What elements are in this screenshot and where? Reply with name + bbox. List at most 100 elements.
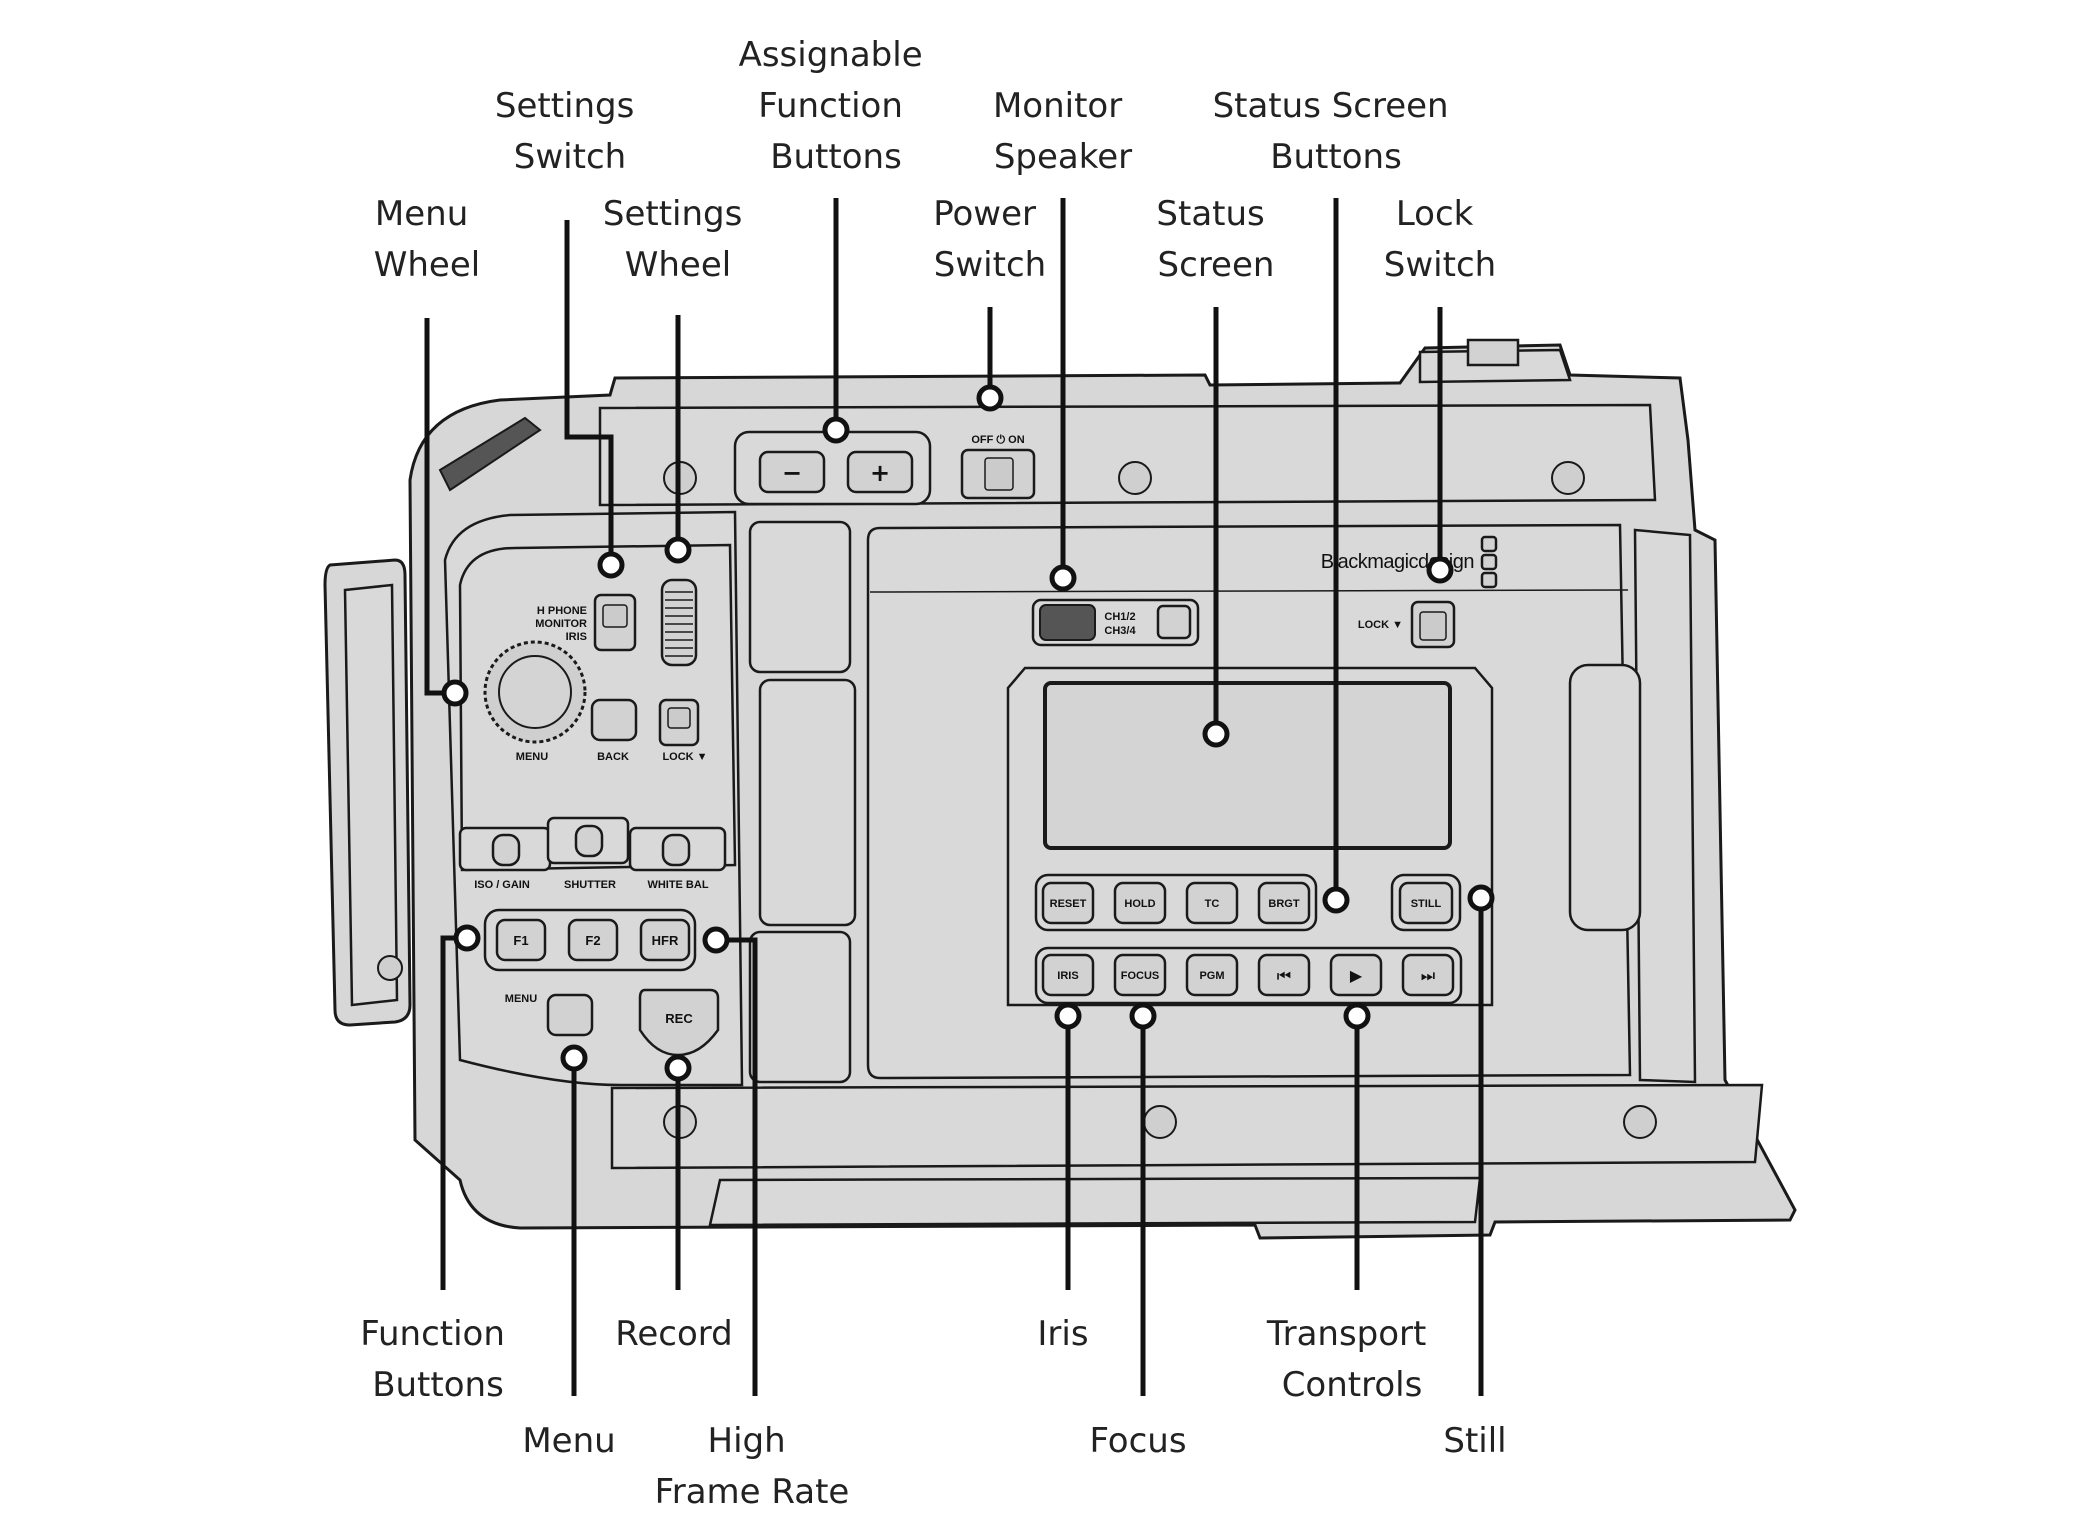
ch12-label: CH1/2	[1104, 611, 1135, 623]
iso-gain-rocker[interactable]	[491, 833, 521, 867]
callout-transport-controls: Transport Controls	[1266, 1314, 1437, 1405]
dot-lock-switch	[1426, 556, 1454, 584]
plus-label: +	[870, 459, 890, 487]
right-handle-recess	[1568, 663, 1642, 932]
dot-hfr	[702, 926, 730, 954]
iris-mode-label: IRIS	[566, 631, 587, 643]
mid-panel-lower	[748, 930, 852, 1084]
handle-knob	[1466, 338, 1520, 367]
panel-seam	[869, 589, 1629, 593]
status-screen	[1043, 681, 1452, 850]
callout-monitor-speaker: Monitor Speaker	[993, 86, 1133, 177]
menu-wheel-label: MENU	[516, 751, 548, 763]
white-bal-label: WHITE BAL	[647, 879, 708, 891]
hphone-label: H PHONE	[537, 605, 587, 617]
menu-button-label: MENU	[505, 993, 537, 1005]
power-switch-toggle[interactable]	[984, 457, 1014, 491]
callout-status-screen: Status Screen	[1156, 194, 1275, 285]
leader-dots	[441, 384, 1495, 1082]
left-lock-toggle[interactable]	[667, 707, 691, 729]
dot-record	[664, 1054, 692, 1082]
mid-panel-center	[758, 678, 857, 927]
back-button[interactable]	[590, 698, 638, 742]
hold-label: HOLD	[1124, 898, 1155, 910]
shutter-rocker[interactable]	[574, 824, 604, 858]
f2-label: F2	[585, 933, 600, 948]
pgm-button[interactable]	[1185, 953, 1239, 997]
left-lock-label: LOCK ▼	[662, 751, 707, 763]
menu-button[interactable]	[546, 993, 594, 1037]
still-button[interactable]	[1398, 881, 1454, 925]
power-markings: OFF ⏻ ON	[971, 433, 1024, 446]
skip-forward-icon: ⏭	[1421, 966, 1435, 985]
rec-label: REC	[665, 1011, 693, 1026]
audio-channel-switch[interactable]	[1156, 604, 1192, 640]
monitor-label: MONITOR	[535, 618, 587, 630]
tc-button[interactable]	[1185, 881, 1239, 925]
screw-bottom-mid	[1143, 1105, 1177, 1139]
brgt-button[interactable]	[1257, 881, 1311, 925]
dot-power	[976, 384, 1004, 412]
reset-button[interactable]	[1041, 881, 1095, 925]
iris-label: IRIS	[1057, 970, 1078, 982]
lock-switch-toggle[interactable]	[1419, 611, 1447, 641]
callout-high-frame-rate: High Frame Rate	[655, 1421, 850, 1512]
settings-wheel[interactable]	[660, 578, 698, 667]
play-icon: ▶	[1350, 966, 1363, 985]
dot-menu-wheel	[441, 679, 469, 707]
transport-housing	[1034, 946, 1463, 1005]
play-button[interactable]	[1329, 953, 1383, 997]
callout-menu-wheel: Menu Wheel	[374, 194, 480, 285]
skip-forward-button[interactable]	[1401, 953, 1455, 997]
settings-switch-toggle[interactable]	[602, 604, 628, 628]
dot-transport	[1343, 1002, 1371, 1030]
reset-label: RESET	[1050, 898, 1087, 910]
top-controls: − + OFF ⏻ ON	[733, 430, 1036, 506]
callout-still: Still	[1443, 1421, 1506, 1461]
callout-status-screen-buttons: Status Screen Buttons	[1213, 86, 1460, 177]
dot-function-buttons	[453, 924, 481, 952]
hfr-button[interactable]	[639, 918, 691, 962]
iris-button[interactable]	[1041, 953, 1095, 997]
callout-settings-wheel: Settings Wheel	[603, 194, 753, 285]
callout-lock-switch: Lock Switch	[1384, 194, 1496, 285]
callout-record: Record	[615, 1314, 732, 1354]
callout-focus: Focus	[1089, 1421, 1186, 1461]
shutter-label: SHUTTER	[564, 879, 616, 891]
mid-panel-upper	[748, 520, 852, 674]
status-buttons-housing	[1034, 873, 1318, 932]
brgt-label: BRGT	[1268, 898, 1299, 910]
skip-back-icon: ⏮	[1277, 966, 1291, 985]
brand-square-3	[1480, 571, 1498, 589]
skip-back-button[interactable]	[1257, 953, 1311, 997]
focus-button[interactable]	[1113, 953, 1167, 997]
callout-settings-switch: Settings Switch	[495, 86, 645, 177]
tc-label: TC	[1205, 898, 1220, 910]
bottom-foot	[708, 1176, 1482, 1227]
callout-power-switch: Power Switch	[933, 194, 1047, 285]
white-bal-rocker[interactable]	[661, 833, 691, 867]
monitor-speaker-grille	[1039, 604, 1096, 641]
grip-screw	[377, 955, 403, 981]
callout-menu: Menu	[522, 1421, 615, 1461]
callout-iris: Iris	[1037, 1314, 1088, 1354]
vent-grille	[438, 416, 542, 492]
f2-button[interactable]	[567, 918, 619, 962]
iso-gain-label: ISO / GAIN	[474, 879, 530, 891]
dot-still	[1467, 884, 1495, 912]
leader-settings-switch	[564, 220, 614, 563]
minus-label: −	[782, 459, 802, 487]
settings-wheel-ridges	[665, 591, 693, 657]
dot-focus	[1129, 1002, 1157, 1030]
hold-button[interactable]	[1113, 881, 1167, 925]
screw-top-mid	[1118, 461, 1152, 495]
ch34-label: CH3/4	[1104, 625, 1136, 637]
dot-assignable	[822, 416, 850, 444]
screw-top-right	[1551, 461, 1585, 495]
still-label: STILL	[1411, 898, 1442, 910]
assignable-plus-button[interactable]	[846, 450, 914, 494]
f1-button[interactable]	[495, 918, 547, 962]
menu-wheel-center[interactable]	[498, 655, 572, 729]
assignable-minus-button[interactable]	[758, 450, 826, 494]
